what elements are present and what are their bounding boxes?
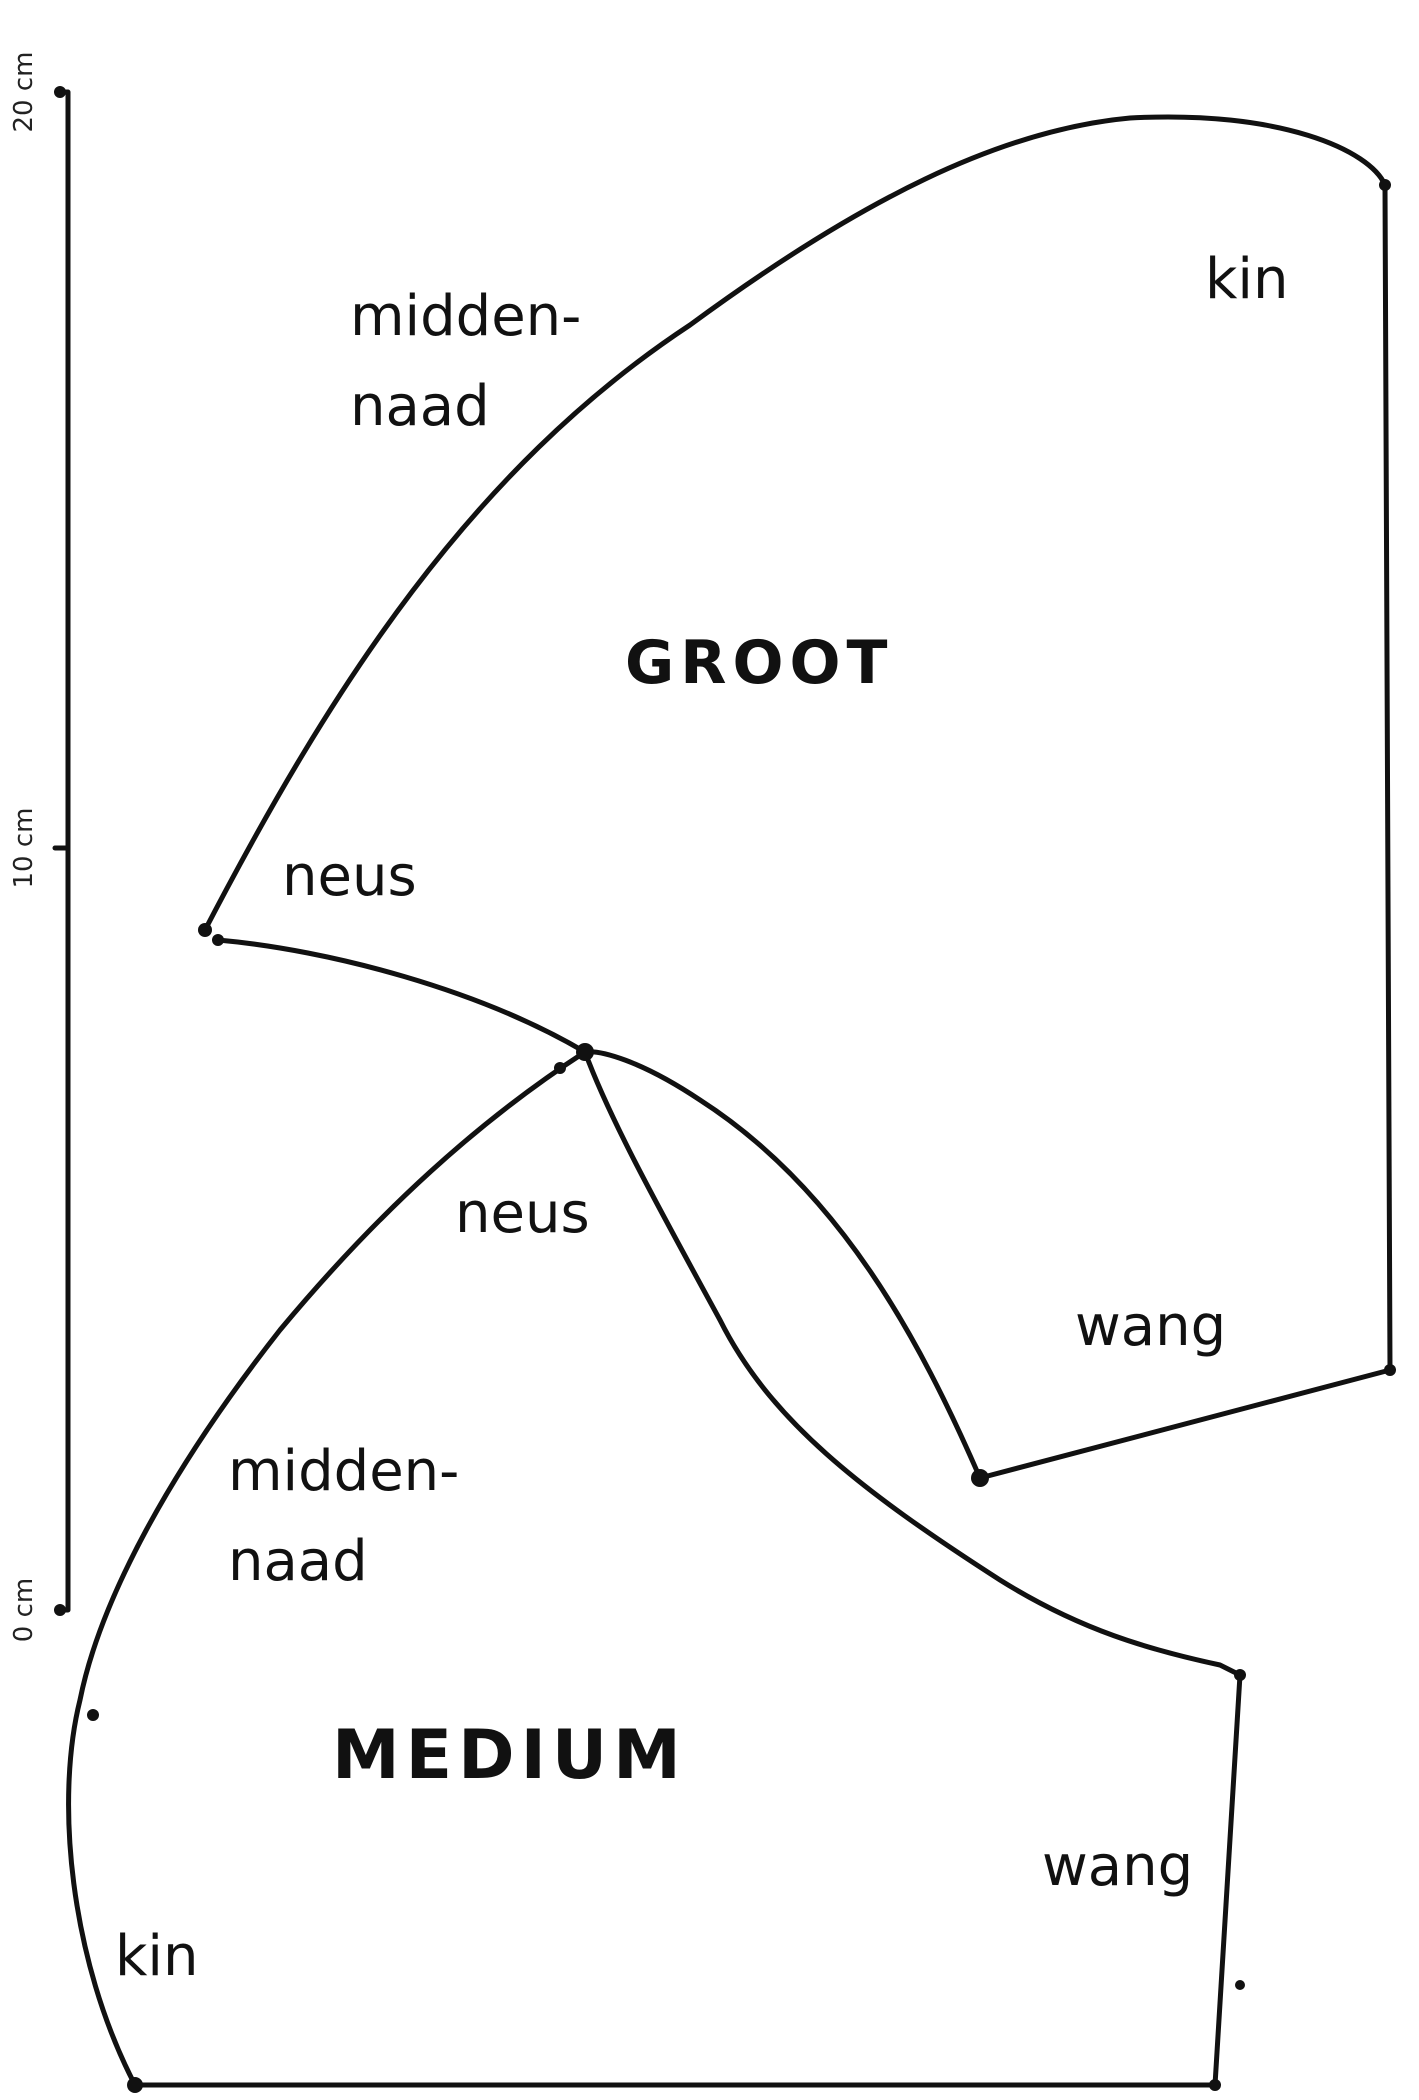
scale-end-dot xyxy=(54,1604,66,1616)
pattern-piece-groot: midden- naad kin GROOT neus wang xyxy=(198,114,1396,1487)
medium-corner-dot xyxy=(1235,1980,1245,1990)
medium-outline xyxy=(66,1049,1243,2088)
medium-label-middennaad-2: naad xyxy=(228,1529,368,1594)
groot-corner-dot xyxy=(971,1469,989,1487)
groot-corner-dot xyxy=(212,934,224,946)
groot-label-middennaad-1: midden- xyxy=(350,284,581,349)
groot-corner-dot xyxy=(1384,1364,1396,1376)
groot-corner-dot xyxy=(198,923,212,937)
groot-label-wang: wang xyxy=(1075,1294,1226,1359)
medium-corner-dot xyxy=(1209,2079,1221,2091)
groot-title: GROOT xyxy=(625,628,893,698)
medium-corner-dot xyxy=(554,1062,566,1074)
medium-title: MEDIUM xyxy=(332,1716,687,1795)
medium-corner-dot xyxy=(127,2077,143,2093)
groot-label-middennaad-2: naad xyxy=(350,374,490,439)
scale-bar: 20 cm 10 cm 0 cm xyxy=(9,52,71,1642)
scale-label-0: 0 cm xyxy=(9,1578,39,1642)
medium-label-neus: neus xyxy=(455,1181,590,1246)
groot-label-kin: kin xyxy=(1205,247,1288,312)
groot-corner-dot xyxy=(1379,179,1391,191)
groot-label-neus: neus xyxy=(282,844,417,909)
medium-corner-dot xyxy=(87,1709,99,1721)
pattern-piece-medium: neus midden- naad MEDIUM wang kin xyxy=(66,1043,1246,2093)
scale-label-20: 20 cm xyxy=(9,52,39,133)
medium-corner-dot xyxy=(1234,1669,1246,1681)
scale-bar-line xyxy=(55,89,71,1613)
medium-label-wang: wang xyxy=(1042,1834,1193,1899)
medium-label-kin: kin xyxy=(115,1924,198,1989)
medium-corner-dot xyxy=(576,1043,594,1061)
scale-label-10: 10 cm xyxy=(9,808,39,889)
scale-end-dot xyxy=(54,86,66,98)
medium-label-middennaad-1: midden- xyxy=(228,1439,459,1504)
